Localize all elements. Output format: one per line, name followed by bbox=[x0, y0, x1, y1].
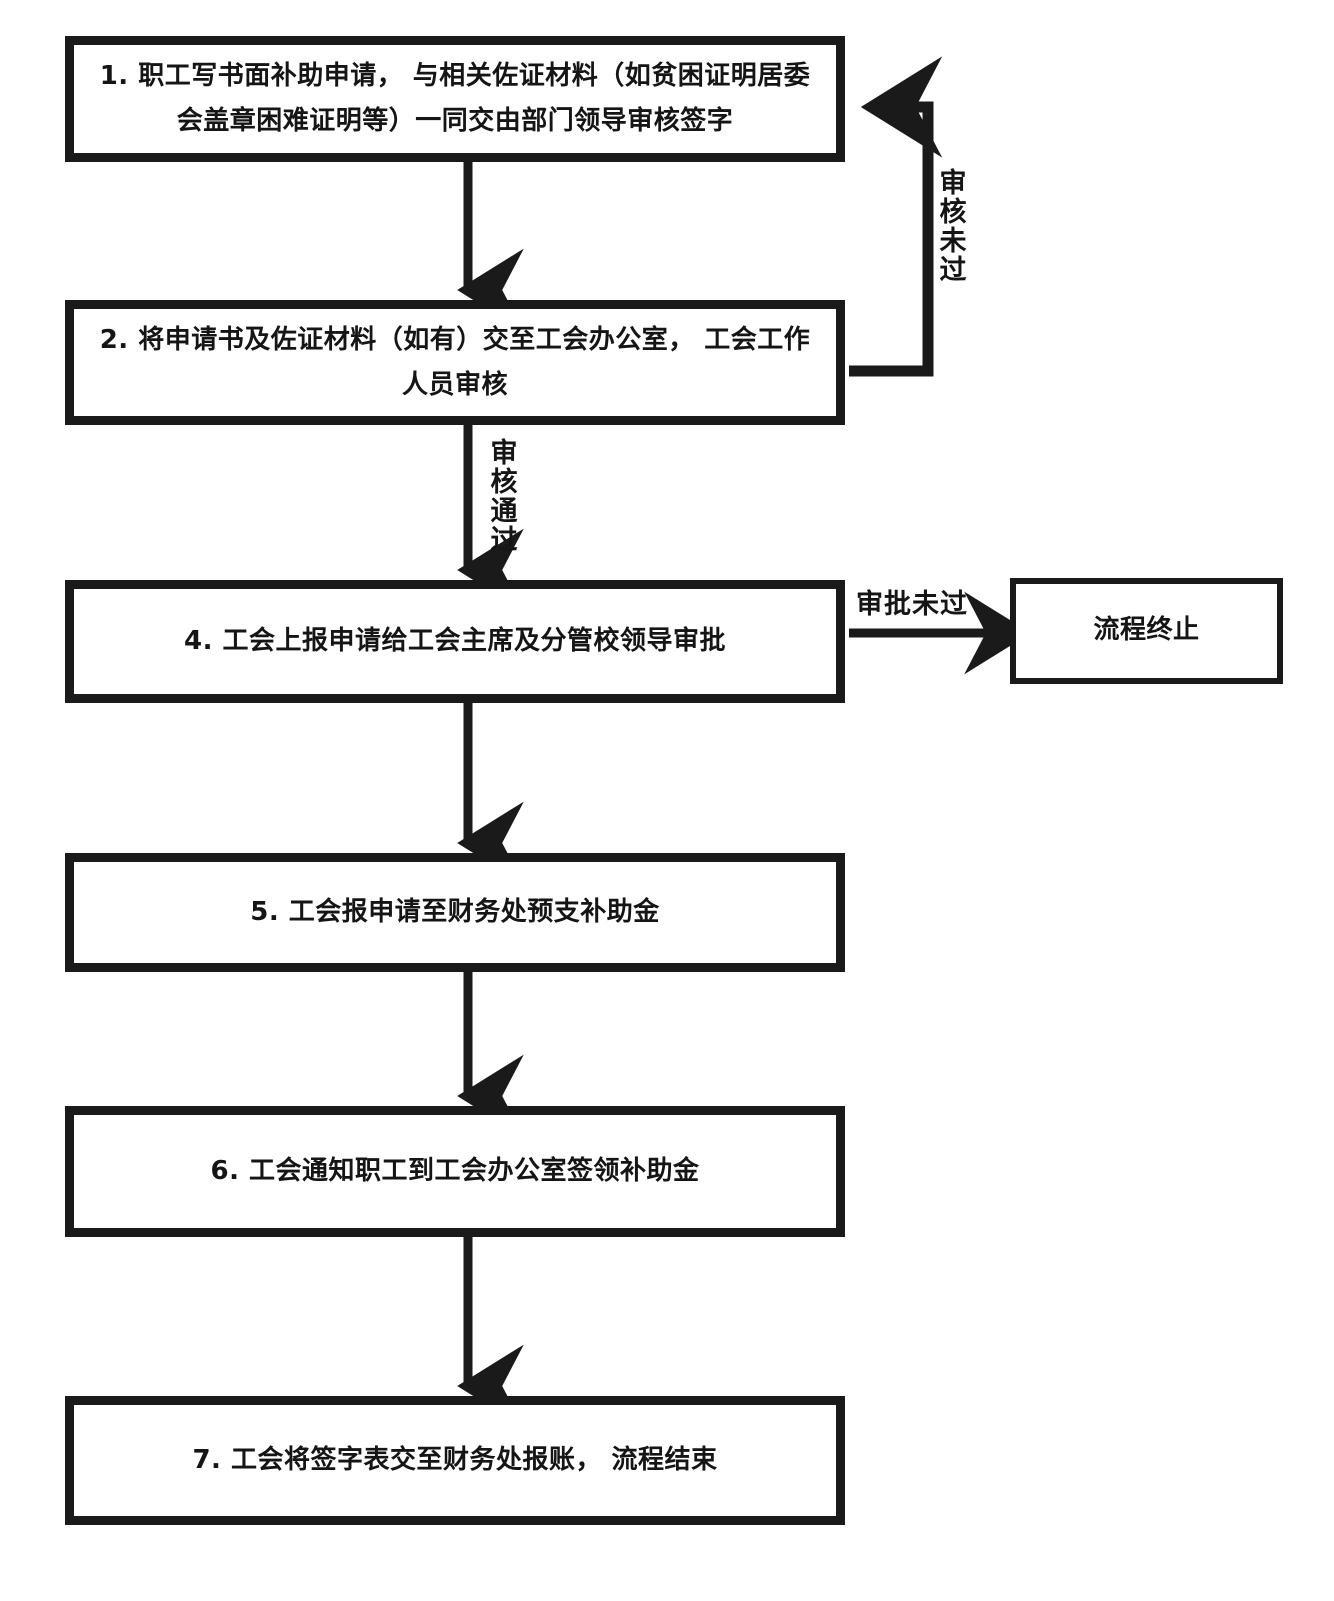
terminal-box-process-end[interactable]: 流程终止 bbox=[1010, 578, 1283, 684]
process-box-step5[interactable]: 5. 工会报申请至财务处预支补助金 bbox=[65, 853, 845, 972]
edge-label-review-passed: 审核通过 bbox=[485, 438, 517, 554]
process-box-step2[interactable]: 2. 将申请书及佐证材料（如有）交至工会办公室， 工会工作 人员审核 bbox=[65, 300, 845, 425]
process-box-step1[interactable]: 1. 职工写书面补助申请， 与相关佐证材料（如贫困证明居委 会盖章困难证明等）一… bbox=[65, 36, 845, 162]
process-box-step7-label: 7. 工会将签字表交至财务处报账， 流程结束 bbox=[192, 1444, 718, 1475]
process-box-step1-label: 1. 职工写书面补助申请， 与相关佐证材料（如贫困证明居委 会盖章困难证明等）一… bbox=[99, 61, 811, 136]
process-box-step5-label: 5. 工会报申请至财务处预支补助金 bbox=[250, 896, 660, 927]
process-box-step2-label: 2. 将申请书及佐证材料（如有）交至工会办公室， 工会工作 人员审核 bbox=[99, 324, 811, 400]
process-box-step6[interactable]: 6. 工会通知职工到工会办公室签领补助金 bbox=[65, 1106, 845, 1237]
edge-label-approval-failed: 审批未过 bbox=[856, 589, 968, 620]
process-box-step6-label: 6. 工会通知职工到工会办公室签领补助金 bbox=[210, 1155, 700, 1186]
process-box-step7[interactable]: 7. 工会将签字表交至财务处报账， 流程结束 bbox=[65, 1396, 845, 1525]
process-box-step4-label: 4. 工会上报申请给工会主席及分管校领导审批 bbox=[183, 625, 727, 656]
arrow-step2-to-step1-feedback bbox=[849, 56, 943, 377]
process-box-step4[interactable]: 4. 工会上报申请给工会主席及分管校领导审批 bbox=[65, 580, 845, 703]
edge-label-review-failed: 审核未过 bbox=[934, 168, 966, 284]
terminal-box-process-end-label: 流程终止 bbox=[1093, 615, 1200, 646]
